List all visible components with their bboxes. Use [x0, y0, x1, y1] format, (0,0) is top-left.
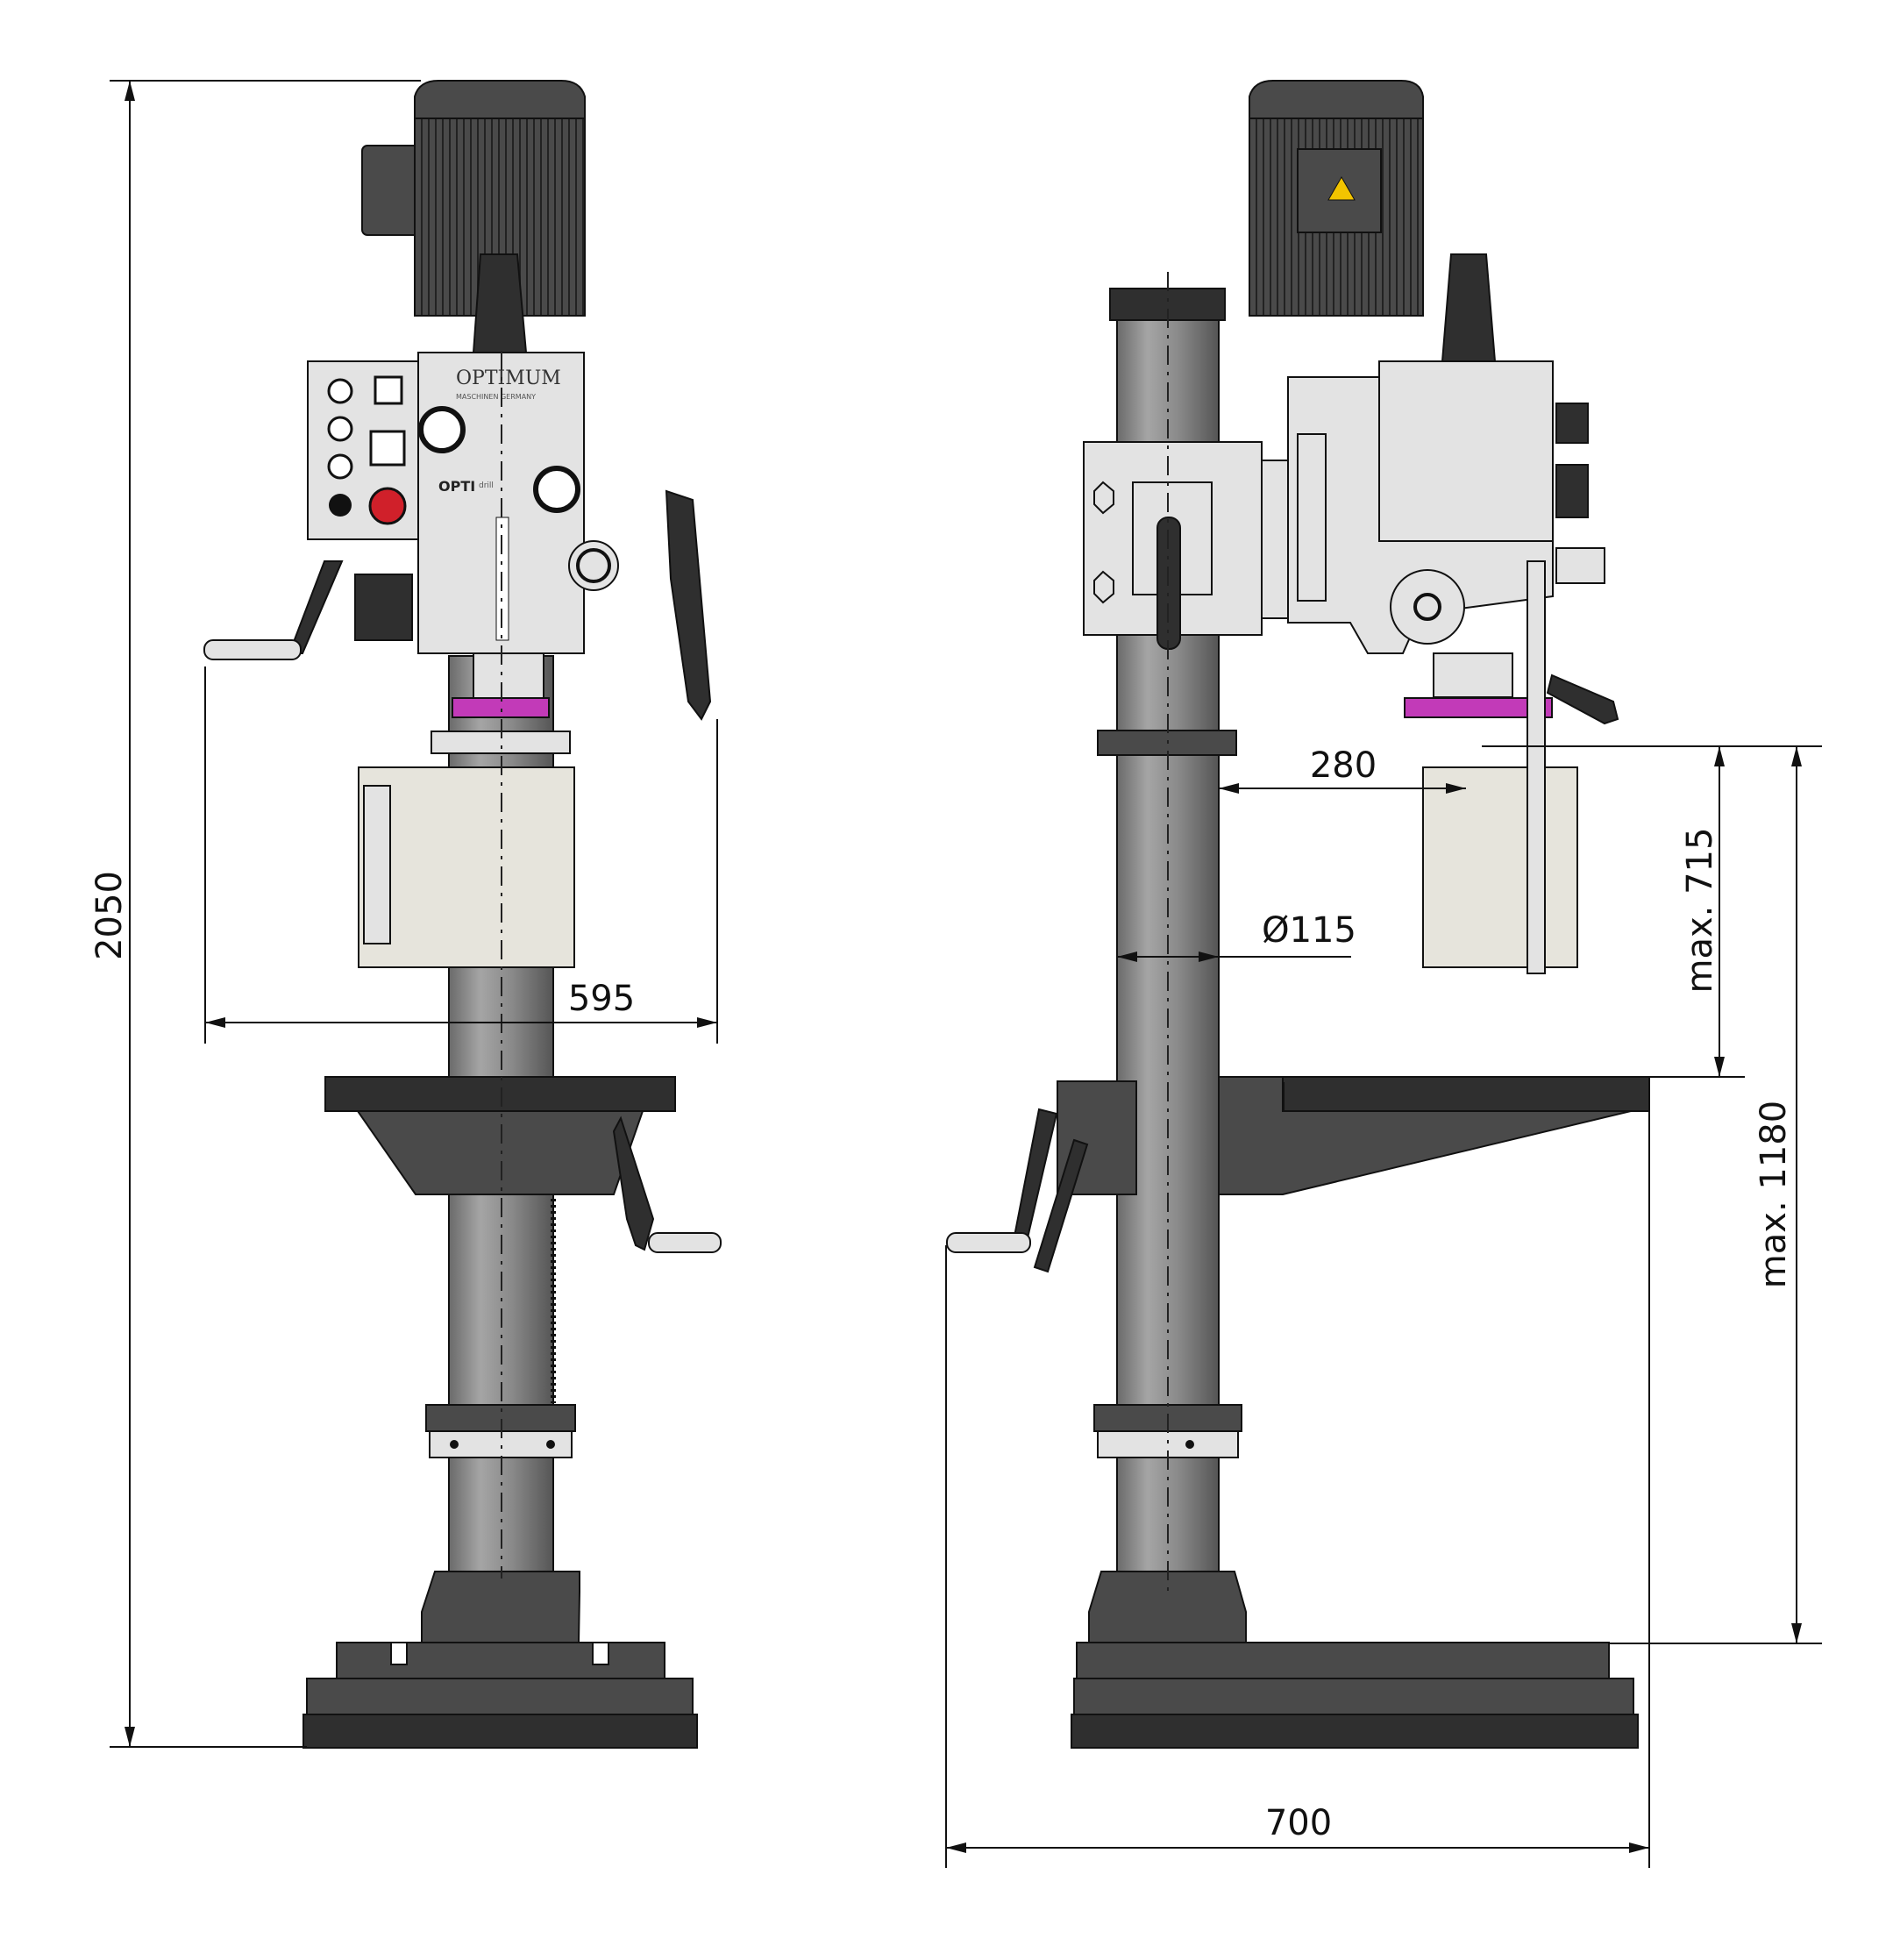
- side-base-middle: [1073, 1678, 1634, 1715]
- side-view: [946, 80, 1650, 1749]
- stop-button[interactable]: [327, 453, 353, 480]
- feed-lever[interactable]: [665, 489, 712, 721]
- direction-switch[interactable]: [374, 375, 403, 405]
- warning-icon: [1327, 175, 1356, 201]
- bracket-bolt: [1093, 570, 1114, 604]
- side-column-foot: [1088, 1571, 1247, 1643]
- side-table-crank-handle[interactable]: [946, 1232, 1031, 1253]
- side-feed-hub-inner: [1413, 593, 1441, 621]
- spindle-sleeve: [473, 652, 544, 702]
- head-crank-handle[interactable]: [203, 639, 302, 660]
- gear-selector-knob[interactable]: [533, 466, 580, 513]
- head-housing: [1378, 360, 1554, 542]
- side-chuck-guard[interactable]: [1422, 766, 1578, 968]
- dimension-label-height: 2050: [89, 871, 130, 960]
- head-crank-arm: [288, 560, 344, 654]
- side-base-bottom: [1071, 1714, 1639, 1749]
- side-knob[interactable]: [1555, 403, 1589, 444]
- table-clamp-lever[interactable]: [1033, 1138, 1089, 1273]
- spindle-cover: [472, 253, 528, 353]
- clamp-block: [354, 574, 413, 641]
- side-motor-cap: [1249, 80, 1424, 119]
- motor-cap: [414, 80, 586, 119]
- front-base-bottom: [302, 1714, 698, 1749]
- side-table: [1282, 1076, 1650, 1112]
- model-logo: OPTI: [438, 478, 475, 495]
- start-button[interactable]: [327, 416, 353, 442]
- main-switch[interactable]: [369, 430, 406, 467]
- table-crank-handle[interactable]: [648, 1232, 722, 1253]
- front-base-top: [336, 1642, 665, 1679]
- side-feed-hub: [1390, 569, 1465, 645]
- dimension-label-width: 595: [568, 979, 635, 1019]
- dimension-label-depth: 700: [1265, 1803, 1332, 1843]
- collar-bolt: [450, 1440, 459, 1449]
- table-crank-arm: [612, 1115, 655, 1251]
- brand-tagline: MASCHINEN GERMANY: [456, 393, 536, 401]
- table-support: [356, 1110, 644, 1195]
- side-handwheel-hub: [1555, 547, 1605, 584]
- guard-rail: [363, 785, 391, 944]
- jog-button[interactable]: [329, 494, 352, 517]
- collar-bolt: [1185, 1440, 1194, 1449]
- side-spindle-cover: [1441, 253, 1497, 362]
- brand-logo: OPTIMUM: [456, 367, 561, 389]
- side-scale: [1297, 433, 1327, 602]
- indicator-light: [327, 378, 353, 404]
- model-logo-suffix: drill: [479, 481, 494, 490]
- side-spindle-sleeve: [1433, 652, 1513, 698]
- chuck-guard[interactable]: [358, 766, 575, 968]
- column-foot: [421, 1571, 580, 1643]
- front-view: OPTIMUM MASCHINEN GERMANY OPTI drill: [203, 80, 722, 1749]
- side-feed-lever[interactable]: [1546, 674, 1619, 725]
- dimension-label-spindle-base: max. 1180: [1754, 1101, 1794, 1288]
- dimension-label-column: Ø115: [1262, 910, 1356, 951]
- t-slot: [390, 1642, 408, 1665]
- bracket-bolt: [1093, 481, 1114, 515]
- emergency-stop-button[interactable]: [368, 487, 407, 525]
- dimension-label-throat: 280: [1310, 745, 1377, 786]
- t-slot: [592, 1642, 609, 1665]
- collar-bolt: [546, 1440, 555, 1449]
- dimensions: 2050 595 280 Ø115 max. 715 max. 1180 700: [89, 80, 1822, 1868]
- guard-rod: [1526, 560, 1546, 974]
- speed-selector-knob[interactable]: [418, 406, 466, 453]
- side-base-top: [1076, 1642, 1610, 1679]
- front-base-middle: [306, 1678, 694, 1715]
- feed-hub-inner: [576, 548, 611, 583]
- front-table: [324, 1076, 676, 1112]
- side-table-bracket: [1218, 1076, 1632, 1195]
- dimension-label-spindle-table: max. 715: [1680, 828, 1720, 994]
- side-knob[interactable]: [1555, 464, 1589, 518]
